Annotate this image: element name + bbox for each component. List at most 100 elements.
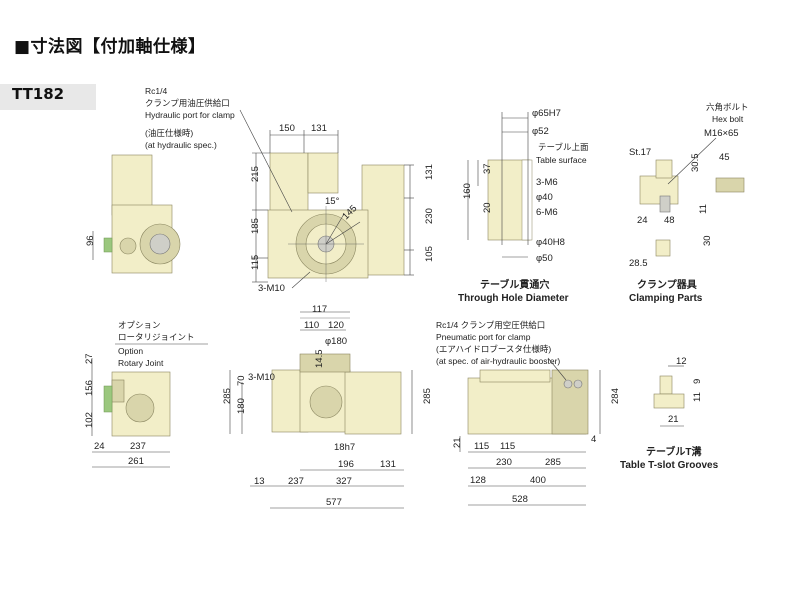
dim-d65h7: φ65H7 [532, 108, 561, 119]
through-hole-caption-en: Through Hole Diameter [458, 293, 569, 304]
clamping-caption-en: Clamping Parts [629, 293, 703, 304]
dim-120: 120 [328, 320, 344, 331]
dim-6-m6: 6-M6 [536, 207, 558, 218]
option-en-2: Rotary Joint [118, 358, 164, 368]
dim-18h7: 18h7 [334, 442, 355, 453]
dim-11-tslot: 11 [692, 392, 703, 402]
view1-side-left: 96 [85, 154, 181, 274]
dim-d50: φ50 [536, 253, 553, 264]
dim-528: 528 [512, 494, 528, 505]
port-label-2: クランプ用油圧供給口 [145, 98, 230, 108]
dim-156: 156 [84, 380, 95, 396]
dim-230-v4: 230 [496, 457, 512, 468]
dim-30: 30 [702, 235, 713, 246]
dim-30-5: 30.5 [690, 154, 701, 173]
through-hole-caption-jp: テーブル貫通穴 [480, 278, 549, 291]
dim-237-v2: 237 [130, 441, 146, 452]
model-name: TT182 [12, 85, 65, 103]
dim-70: 70 [236, 375, 247, 386]
tslot-caption-en: Table T-slot Grooves [620, 460, 719, 471]
dim-27: 27 [84, 353, 95, 364]
dim-13: 13 [254, 476, 265, 487]
dim-115b: 115 [500, 441, 515, 452]
dim-3-m6: 3-M6 [536, 177, 558, 188]
dim-215: 215 [250, 166, 261, 182]
bolt-size: M16×65 [704, 128, 739, 139]
option-jp-2: ロータリジョイント [118, 332, 195, 342]
dim-24: 24 [637, 215, 648, 226]
port-label-1: Rc1/4 [145, 86, 167, 96]
bolt-3-m10-v3: 3-M10 [248, 372, 275, 383]
dim-131: 131 [311, 123, 327, 134]
dim-327: 327 [336, 476, 352, 487]
dim-285-v4: 285 [545, 457, 561, 468]
view1-front: Rc1/4 クランプ用油圧供給口 Hydraulic port for clam… [145, 86, 435, 294]
option-jp-1: オプション [118, 320, 161, 330]
dim-115: 115 [250, 255, 261, 270]
dim-37: 37 [482, 163, 493, 174]
hex-bolt-en: Hex bolt [712, 114, 744, 124]
dim-9: 9 [692, 379, 703, 384]
dim-230: 230 [424, 208, 435, 224]
dim-105: 105 [424, 246, 435, 262]
dim-196: 196 [338, 459, 354, 470]
port-label-5: (at hydraulic spec.) [145, 140, 217, 150]
table-surface-en: Table surface [536, 155, 587, 165]
port-label-3: Hydraulic port for clamp [145, 110, 235, 120]
dim-d40h8: φ40H8 [536, 237, 565, 248]
dim-28-5: 28.5 [629, 258, 648, 269]
dim-185: 185 [250, 218, 261, 234]
dim-15-deg: 15° [325, 196, 340, 207]
dim-d52: φ52 [532, 126, 549, 137]
dim-284: 284 [610, 388, 621, 404]
dim-128: 128 [470, 475, 486, 486]
dim-12: 12 [676, 356, 687, 367]
option-en-1: Option [118, 346, 143, 356]
bolt-3-m10: 3-M10 [258, 283, 285, 294]
page-title: ■寸法図【付加軸仕様】 [14, 37, 206, 57]
dim-110: 110 [304, 320, 319, 331]
dim-d40: φ40 [536, 192, 553, 203]
clamping-caption-jp: クランプ器具 [637, 278, 697, 291]
dim-285-left: 285 [222, 388, 233, 404]
tslot-caption-jp: テーブルT溝 [646, 445, 702, 458]
dim-131-right: 131 [424, 164, 435, 180]
hex-bolt-jp: 六角ボルト [706, 102, 749, 112]
dim-14-5: 14.5 [314, 350, 325, 369]
pneumatic-label-2: Pneumatic port for clamp [436, 332, 531, 342]
model-header-bar [0, 84, 96, 110]
dim-4: 4 [591, 434, 596, 445]
dim-150: 150 [279, 123, 295, 134]
stroke-17: St.17 [629, 147, 651, 158]
table-surface-jp: テーブル上面 [538, 142, 589, 152]
pneumatic-label-4: (at spec. of air-hydraulic booster) [436, 356, 560, 366]
dim-20: 20 [482, 202, 493, 213]
dim-131-v3: 131 [380, 459, 396, 470]
view3-side: 117 110 120 φ180 14.5 3-M10 285 180 70 2… [222, 304, 433, 509]
t-slot-diagram: 12 9 11 21 テーブルT溝 Table T-slot Grooves [620, 356, 719, 471]
dim-160: 160 [462, 183, 473, 199]
port-label-4: (油圧仕様時) [145, 128, 193, 138]
dim-400: 400 [530, 475, 546, 486]
dim-45: 45 [719, 152, 730, 163]
dim-11: 11 [698, 204, 709, 214]
dim-285-right: 285 [422, 388, 433, 404]
dim-48: 48 [664, 215, 675, 226]
dim-24-v2: 24 [94, 441, 105, 452]
dim-115a: 115 [474, 441, 489, 452]
view4-rear: Rc1/4 クランプ用空圧供給口 Pneumatic port for clam… [436, 320, 621, 506]
dim-261: 261 [128, 456, 144, 467]
dim-21-v4: 21 [452, 437, 463, 448]
pneumatic-label-1: Rc1/4 クランプ用空圧供給口 [436, 320, 545, 330]
dim-21-tslot: 21 [668, 414, 679, 425]
dim-180: 180 [236, 398, 247, 414]
dim-d180: φ180 [325, 336, 347, 347]
pneumatic-label-3: (エアハイドロブースタ仕様時) [436, 344, 551, 354]
dim-117: 117 [312, 304, 327, 315]
dim-577: 577 [326, 497, 342, 508]
dim-237-v3: 237 [288, 476, 304, 487]
through-hole-diagram: φ65H7 φ52 テーブル上面 Table surface 3-M6 φ40 … [458, 108, 589, 304]
dim-102: 102 [84, 412, 95, 428]
view2-rotary-joint: オプション ロータリジョイント Option Rotary Joint 27 1… [84, 320, 208, 468]
